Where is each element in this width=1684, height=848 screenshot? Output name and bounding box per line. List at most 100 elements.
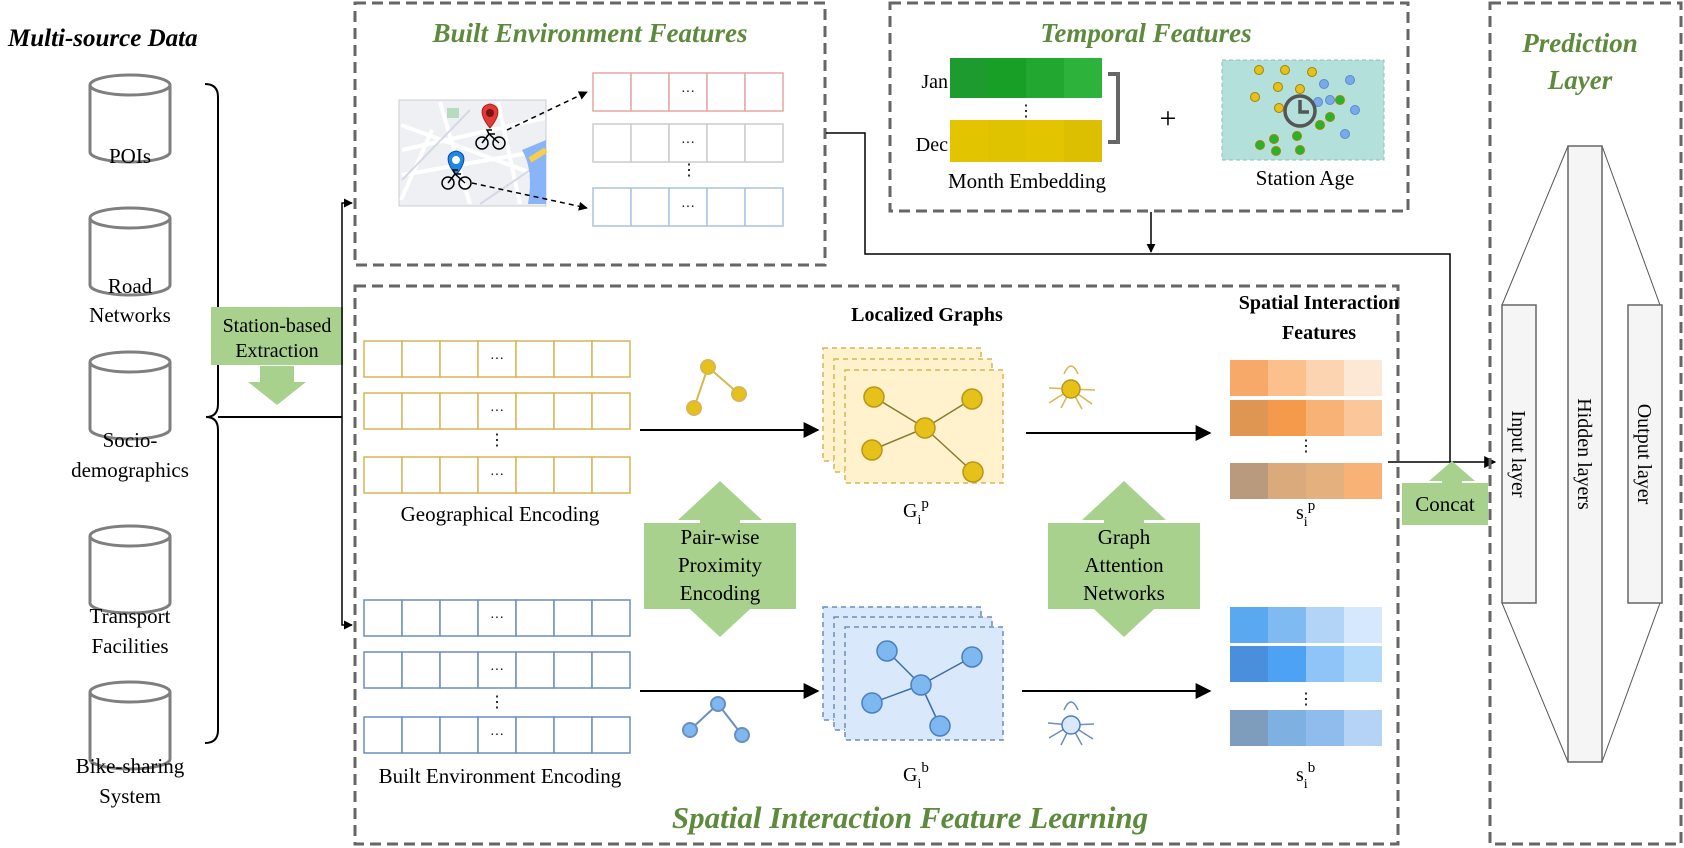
vector-row: ··· <box>592 123 784 163</box>
built-env-vdots: ⋮ <box>681 162 697 179</box>
feature-label-sb: sib <box>1296 760 1315 792</box>
sp-vdots: ⋮ <box>1298 438 1314 455</box>
feature-cell <box>1344 360 1382 396</box>
vector-cell <box>439 340 479 378</box>
embedding-cell <box>1064 120 1102 162</box>
cell-dots: ··· <box>490 663 504 678</box>
feature-cell <box>1268 463 1306 499</box>
sources-brace <box>204 83 219 744</box>
feature-cell <box>1230 710 1268 746</box>
extraction-arrow <box>248 366 306 405</box>
feature-cell <box>1344 646 1382 682</box>
age-dot <box>1325 95 1335 105</box>
feature-cell <box>1306 607 1344 643</box>
age-dot <box>1319 79 1329 89</box>
feature-cell <box>1268 360 1306 396</box>
embedding-cell <box>988 58 1026 98</box>
vector-cell <box>515 716 555 754</box>
input-layer <box>1501 304 1537 604</box>
hidden-layers <box>1567 145 1603 763</box>
vector-cell <box>477 651 517 689</box>
math-label: sip <box>1296 498 1315 530</box>
math-superscript: b <box>921 760 929 776</box>
vector-cell <box>401 392 441 430</box>
jan-embedding-bar <box>950 58 1102 98</box>
vector-cell <box>668 72 708 112</box>
age-dot <box>1340 129 1350 139</box>
feature-cell <box>1268 400 1306 436</box>
cylinder-top <box>88 350 172 374</box>
vector-cell <box>477 340 517 378</box>
vector-cell <box>401 340 441 378</box>
feature-cell <box>1268 607 1306 643</box>
vector-cell <box>630 187 670 227</box>
math-label: Gib <box>903 760 929 792</box>
age-dot <box>1350 105 1360 115</box>
vector-cell <box>515 599 555 637</box>
age-dot <box>1307 67 1317 77</box>
database-cylinder-icon <box>88 350 172 441</box>
vector-cell <box>706 72 746 112</box>
vector-cell <box>439 651 479 689</box>
database-cylinder-icon <box>88 206 172 297</box>
embedding-cell <box>950 120 988 162</box>
vector-cell <box>401 651 441 689</box>
feature-cell <box>1344 400 1382 436</box>
vector-cell <box>592 187 632 227</box>
math-label: Gip <box>903 496 929 528</box>
vector-cell <box>553 392 593 430</box>
age-dot <box>1269 134 1279 144</box>
output-layer <box>1627 304 1663 604</box>
cell-dots: ··· <box>681 136 695 151</box>
hidden-layers-label: Hidden layers <box>1573 398 1595 510</box>
data-source-cylinders: POIsRoadNetworksSocio-demographicsTransp… <box>71 73 189 808</box>
age-dot <box>1254 65 1264 75</box>
gat-box <box>1048 523 1200 609</box>
feature-cell <box>1306 646 1344 682</box>
vector-cell <box>591 392 631 430</box>
cell-dots: ··· <box>490 352 504 367</box>
cell-dots: ··· <box>681 200 695 215</box>
cylinder-body <box>88 218 172 297</box>
month-vdots: ⋮ <box>1018 103 1034 120</box>
math-superscript: p <box>1308 498 1316 514</box>
concat-arrow <box>1429 461 1475 497</box>
age-dot <box>1295 145 1305 155</box>
blue-location-pin-icon <box>447 150 465 176</box>
red-pin-arrow <box>506 91 588 131</box>
cylinder-body <box>88 536 172 615</box>
database-cylinder-icon <box>88 524 172 615</box>
vector-cell <box>706 123 746 163</box>
vector-cell <box>553 456 593 494</box>
spatial-learning-title: Spatial Interaction Feature Learning <box>672 800 1148 835</box>
feature-cell <box>1230 646 1268 682</box>
vector-cell <box>553 340 593 378</box>
temporal-title: Temporal Features <box>1040 18 1251 48</box>
plus-sign: + <box>1160 102 1177 135</box>
sb-feature-matrix <box>1230 607 1382 746</box>
age-dot <box>1280 65 1290 75</box>
math-subscript: i <box>1304 515 1308 530</box>
geo-attention-icon <box>1048 365 1096 410</box>
be-attention-icon <box>1047 701 1095 746</box>
built-env-encoding-rows: ········· <box>363 599 631 754</box>
age-dot <box>1255 140 1265 150</box>
database-cylinder-icon <box>88 680 172 771</box>
age-dot <box>1274 103 1284 113</box>
math-base: G <box>903 500 917 522</box>
extraction-label-1: Station-based <box>223 315 332 337</box>
math-superscript: p <box>921 496 929 512</box>
cell-dots: ··· <box>681 85 695 100</box>
blue-pin-arrow <box>471 182 588 211</box>
be-encoding-label: Built Environment Encoding <box>379 764 622 788</box>
vector-cell <box>363 456 403 494</box>
cylinder-body <box>88 692 172 771</box>
feature-cell <box>1230 360 1268 396</box>
vector-cell <box>553 599 593 637</box>
prediction-title-2: Layer <box>1547 65 1613 95</box>
vector-cell <box>477 392 517 430</box>
feature-cell <box>1306 360 1344 396</box>
clock-icon <box>1283 94 1317 128</box>
vector-cell <box>515 651 555 689</box>
